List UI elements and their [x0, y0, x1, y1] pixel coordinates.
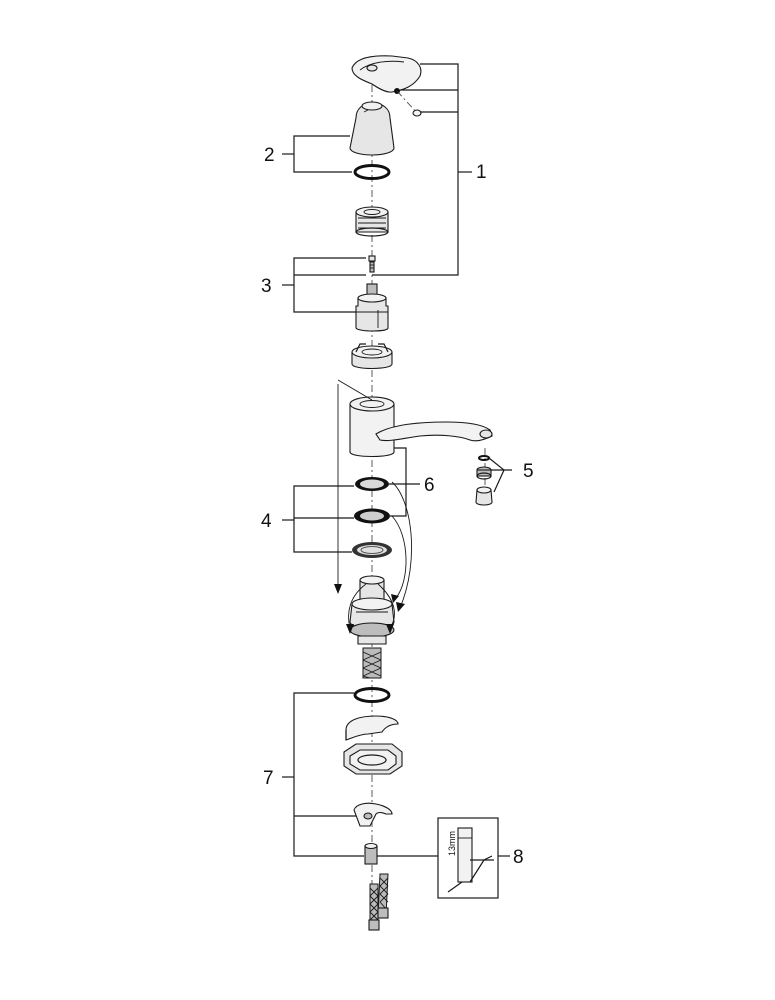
o-ring-2 — [353, 164, 391, 180]
faucet-body — [349, 396, 493, 458]
aerator-housing — [475, 486, 493, 506]
screw-cap — [412, 109, 422, 117]
assembly-arrows — [334, 384, 413, 634]
dome-cover — [349, 101, 395, 156]
base-assembly — [349, 575, 395, 645]
installation-tool — [437, 817, 499, 899]
seal-ring-4b — [352, 542, 392, 558]
callout-4: 4 — [261, 511, 272, 532]
fixing-nut — [364, 842, 378, 865]
leader-lines — [282, 63, 512, 857]
horseshoe-washer — [345, 715, 399, 741]
seal-ring-4a — [354, 508, 390, 524]
supply-hoses — [368, 873, 389, 931]
lever-handle — [351, 55, 422, 93]
callout-7: 7 — [263, 768, 274, 789]
cartridge-screw — [368, 255, 376, 273]
cartridge — [355, 283, 389, 332]
callout-5: 5 — [523, 461, 534, 482]
tool-size-label: 13mm — [447, 831, 457, 856]
callout-6: 6 — [424, 475, 435, 496]
aerator-insert — [476, 466, 492, 480]
callout-2: 2 — [264, 145, 275, 166]
o-ring-7 — [353, 687, 391, 703]
seal-ring-6 — [355, 477, 389, 491]
clamp-piece — [353, 802, 393, 827]
supply-hose-stub — [362, 647, 382, 679]
threaded-sleeve — [355, 206, 389, 237]
cartridge-nut — [351, 343, 393, 370]
callout-3: 3 — [261, 276, 272, 297]
aerator-washer — [478, 455, 490, 461]
fixing-plate — [343, 743, 403, 775]
callout-1: 1 — [476, 162, 487, 183]
callout-8: 8 — [513, 847, 524, 868]
